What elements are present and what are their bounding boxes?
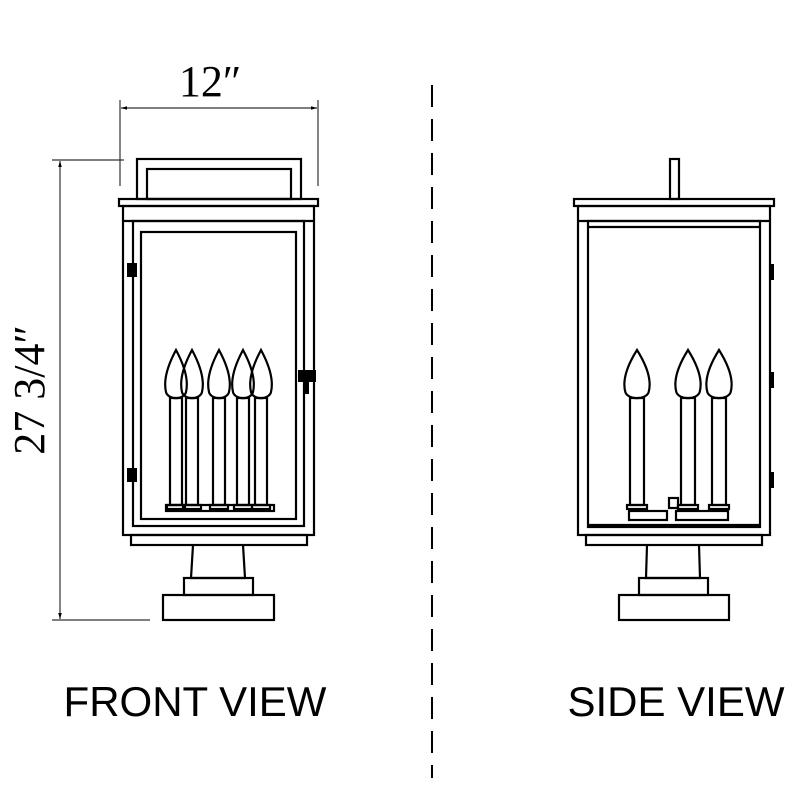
front-candle-tray [164,503,276,513]
front-top-handle-inner [145,167,293,201]
candle-cup [625,503,649,511]
front-base-plate [129,533,309,547]
candle-bulb [623,347,651,400]
candle-bulb [705,347,733,400]
side-view-label: SIDE VIEW [567,678,784,725]
candle-cup [676,503,700,511]
candle [623,347,651,511]
side-view-lantern [572,157,776,622]
front-candle-group [164,347,273,511]
height-dimension: 27 3/4″ [5,159,150,621]
front-glass-panel [139,230,298,521]
side-hinge-middle [770,372,774,388]
candle-sleeve [168,396,184,507]
candle-sleeve [628,396,646,507]
side-hinge-bottom [770,472,774,488]
side-socket-box [667,496,680,510]
front-door-frame [131,219,306,528]
candle [207,347,231,511]
front-post-base [161,593,276,622]
candle-cup [707,503,731,511]
candle-sleeve [253,396,269,507]
side-candle-tray-right [674,509,730,522]
front-view-lantern [117,157,320,622]
width-dimension: 12″ [119,57,319,186]
candle-sleeve [679,396,697,507]
front-hinge-top [127,263,137,277]
side-base-plate [584,533,764,547]
candle [674,347,702,511]
front-post-neck [189,544,247,580]
candle [705,347,733,511]
candle-bulb [674,347,702,400]
front-post-step [182,576,255,597]
side-candle-tray-left [627,509,669,522]
front-top-handle-outer [135,157,303,201]
front-door-latch [298,370,316,382]
candle-sleeve [710,396,728,507]
height-dimension-label: 27 3/4″ [5,325,54,455]
side-post-base [617,593,731,622]
side-glass-panel [586,219,762,529]
candle-bulb [249,347,273,400]
side-hinge-top [770,264,774,280]
candle-bulb [164,347,188,400]
candle-bulb [231,347,255,400]
front-body-frame [121,204,316,537]
side-top-post [668,157,681,201]
candle-bulb [180,347,204,400]
width-dimension-label: 12″ [179,57,241,106]
front-view-label: FRONT VIEW [64,678,327,725]
front-hinge-bottom [127,468,137,482]
candle-sleeve [184,396,200,507]
candle-sleeve [235,396,251,507]
side-candle-group [623,347,733,511]
candle-bulb [207,347,231,400]
side-body-frame [576,204,772,537]
side-post-neck [644,544,702,580]
side-post-step [637,576,710,597]
candle-sleeve [211,396,227,507]
